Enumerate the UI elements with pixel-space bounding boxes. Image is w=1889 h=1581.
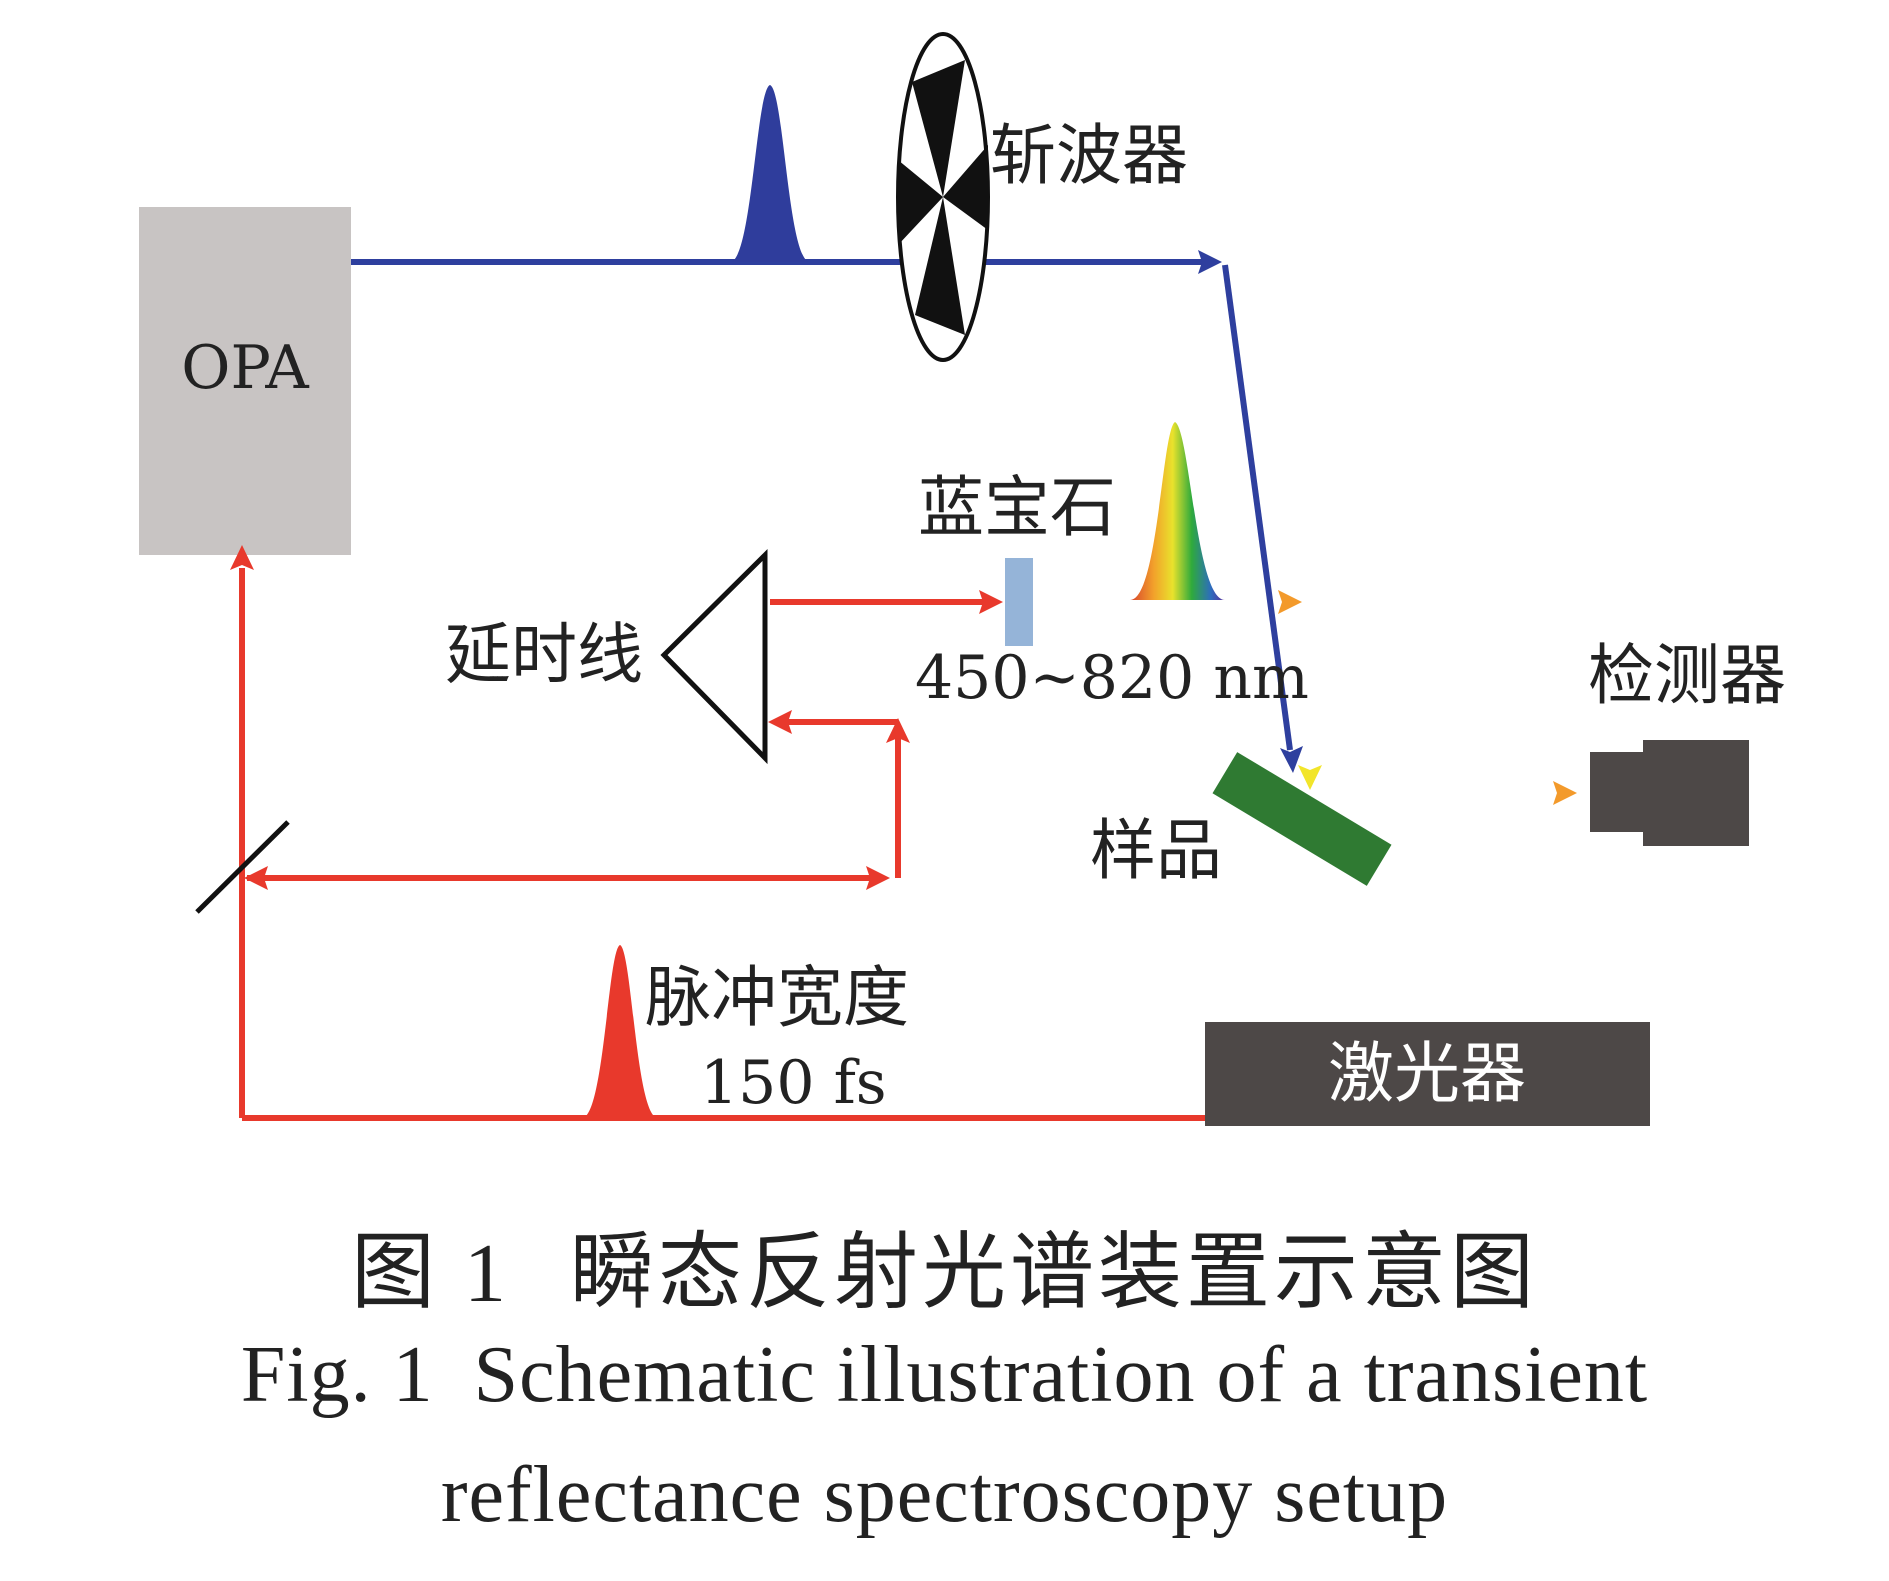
detector [1590,740,1749,846]
fundamental-pulse [582,945,658,1118]
pump-pulse [730,85,810,262]
chopper-label: 斩波器 [990,117,1188,194]
detector-label: 检测器 [1588,637,1786,714]
caption-en-number: Fig. 1 [240,1331,434,1419]
probe-arrowheads [230,545,1003,890]
probe-beam [239,568,1205,1121]
sapphire-crystal [1005,558,1033,646]
beam-splitter [195,820,290,914]
caption-english-line1: Fig. 1 Schematic illustration of a transi… [0,1330,1889,1421]
caption-en-text-line1: Schematic illustration of a transient [473,1331,1649,1419]
caption-en-text-line2: reflectance spectroscopy setup [440,1451,1449,1539]
wavelength-range: 450~820 nm [915,643,1309,713]
opa-box: OPA [139,207,351,555]
sapphire-label: 蓝宝石 [918,469,1116,546]
caption-zh-number: 图 1 [350,1227,510,1320]
pulse-width-label: 脉冲宽度 [645,959,909,1036]
laser-label: 激光器 [1328,1035,1526,1112]
caption-zh-text: 瞬态反射光谱装置示意图 [570,1227,1539,1320]
pulse-width-value: 150 fs [700,1048,887,1118]
sample [1212,752,1392,886]
continuum-down-arrowhead [1298,765,1322,790]
reflected-arrowhead [1553,781,1577,805]
caption-chinese: 图 1 瞬态反射光谱装置示意图 [0,1205,1889,1326]
laser-box: 激光器 [1205,1022,1650,1126]
sample-label: 样品 [1090,812,1222,889]
continuum-arrowhead [1278,590,1302,614]
chopper [896,32,990,362]
delay-line-prism [660,549,768,765]
opa-label: OPA [181,333,309,403]
continuum-spectrum [1130,422,1225,600]
delay-line-label: 延时线 [445,616,643,693]
caption-english-line2: reflectance spectroscopy setup [0,1450,1889,1541]
